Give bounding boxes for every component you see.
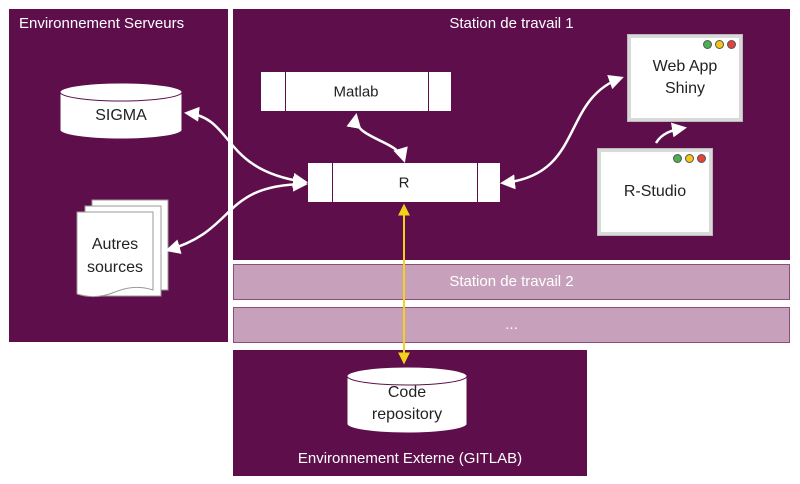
arrow-sources-r [165,176,308,254]
webapp-label-1: Web App [652,58,718,75]
workstation1-panel-title: Station de travail 1 [449,15,574,32]
external-panel-title: Environnement Externe (GITLAB) [297,450,523,467]
arrow-matlab-r [346,113,408,163]
sigma-database: SIGMA [58,82,184,140]
database-icon [346,366,468,434]
code-repository-label-1: Code [387,384,427,401]
code-repository-label-2: repository [371,406,443,423]
code-repository-database: Code repository [345,366,469,434]
window-controls-icon [673,154,706,163]
sigma-label: SIGMA [95,107,147,124]
workstation2-band: Station de travail 2 [233,264,790,300]
more-workstations-band: ... [233,307,790,343]
other-sources-documents: Autres sources [72,198,172,304]
matlab-label: Matlab [333,83,379,100]
webapp-label-2: Shiny [664,80,706,97]
matlab-node: Matlab [260,71,452,112]
webapp-shiny-window: Web App Shiny [627,34,743,122]
arrow-sigma-r [184,106,308,188]
other-sources-label-1: Autres [91,236,139,253]
database-icon [59,82,183,140]
r-node: R [307,162,501,203]
arrow-r-webapp [500,75,624,190]
rstudio-label: R-Studio [623,183,687,200]
window-controls-icon [703,40,736,49]
r-label: R [398,174,410,191]
arrow-rstudio-webapp [654,122,687,144]
servers-panel-title: Environnement Serveurs [19,15,185,32]
other-sources-label-2: sources [86,259,144,276]
document-stack-icon [76,199,169,298]
